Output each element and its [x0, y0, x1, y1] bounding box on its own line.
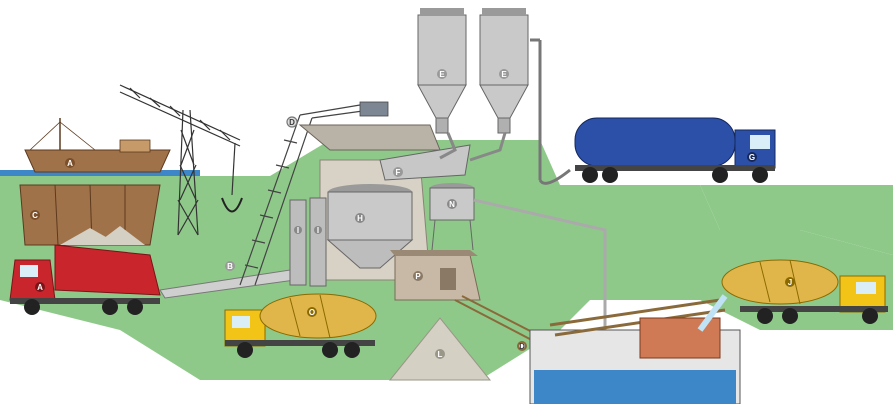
conveyor-top-label: D	[289, 118, 295, 127]
dump-truck-label: A	[37, 283, 43, 292]
conveyor-low-label: D	[519, 342, 525, 351]
small-silo-2-label: I	[317, 226, 319, 235]
truck-left-label: O	[309, 308, 315, 317]
control-room-label: P	[415, 272, 421, 281]
aggregate-bins: C	[20, 185, 160, 245]
ship-label: A	[67, 159, 73, 168]
mixer-hopper-label: H	[357, 214, 363, 223]
water-tank-label: N	[449, 200, 455, 209]
ship: A	[25, 118, 170, 172]
small-silo-1-label: I	[297, 226, 299, 235]
truck-right-label: J	[788, 278, 792, 287]
pile-label: L	[438, 350, 443, 359]
conveyor-mid-label: B	[227, 262, 233, 271]
hopper-label: F	[396, 168, 401, 177]
silo-left-label: E	[439, 70, 445, 79]
cement-tanker: G	[540, 118, 775, 183]
control-room: P	[390, 250, 480, 300]
bins-label: C	[32, 211, 38, 220]
tanker-label: G	[749, 153, 755, 162]
silo-right-label: E	[501, 70, 507, 79]
